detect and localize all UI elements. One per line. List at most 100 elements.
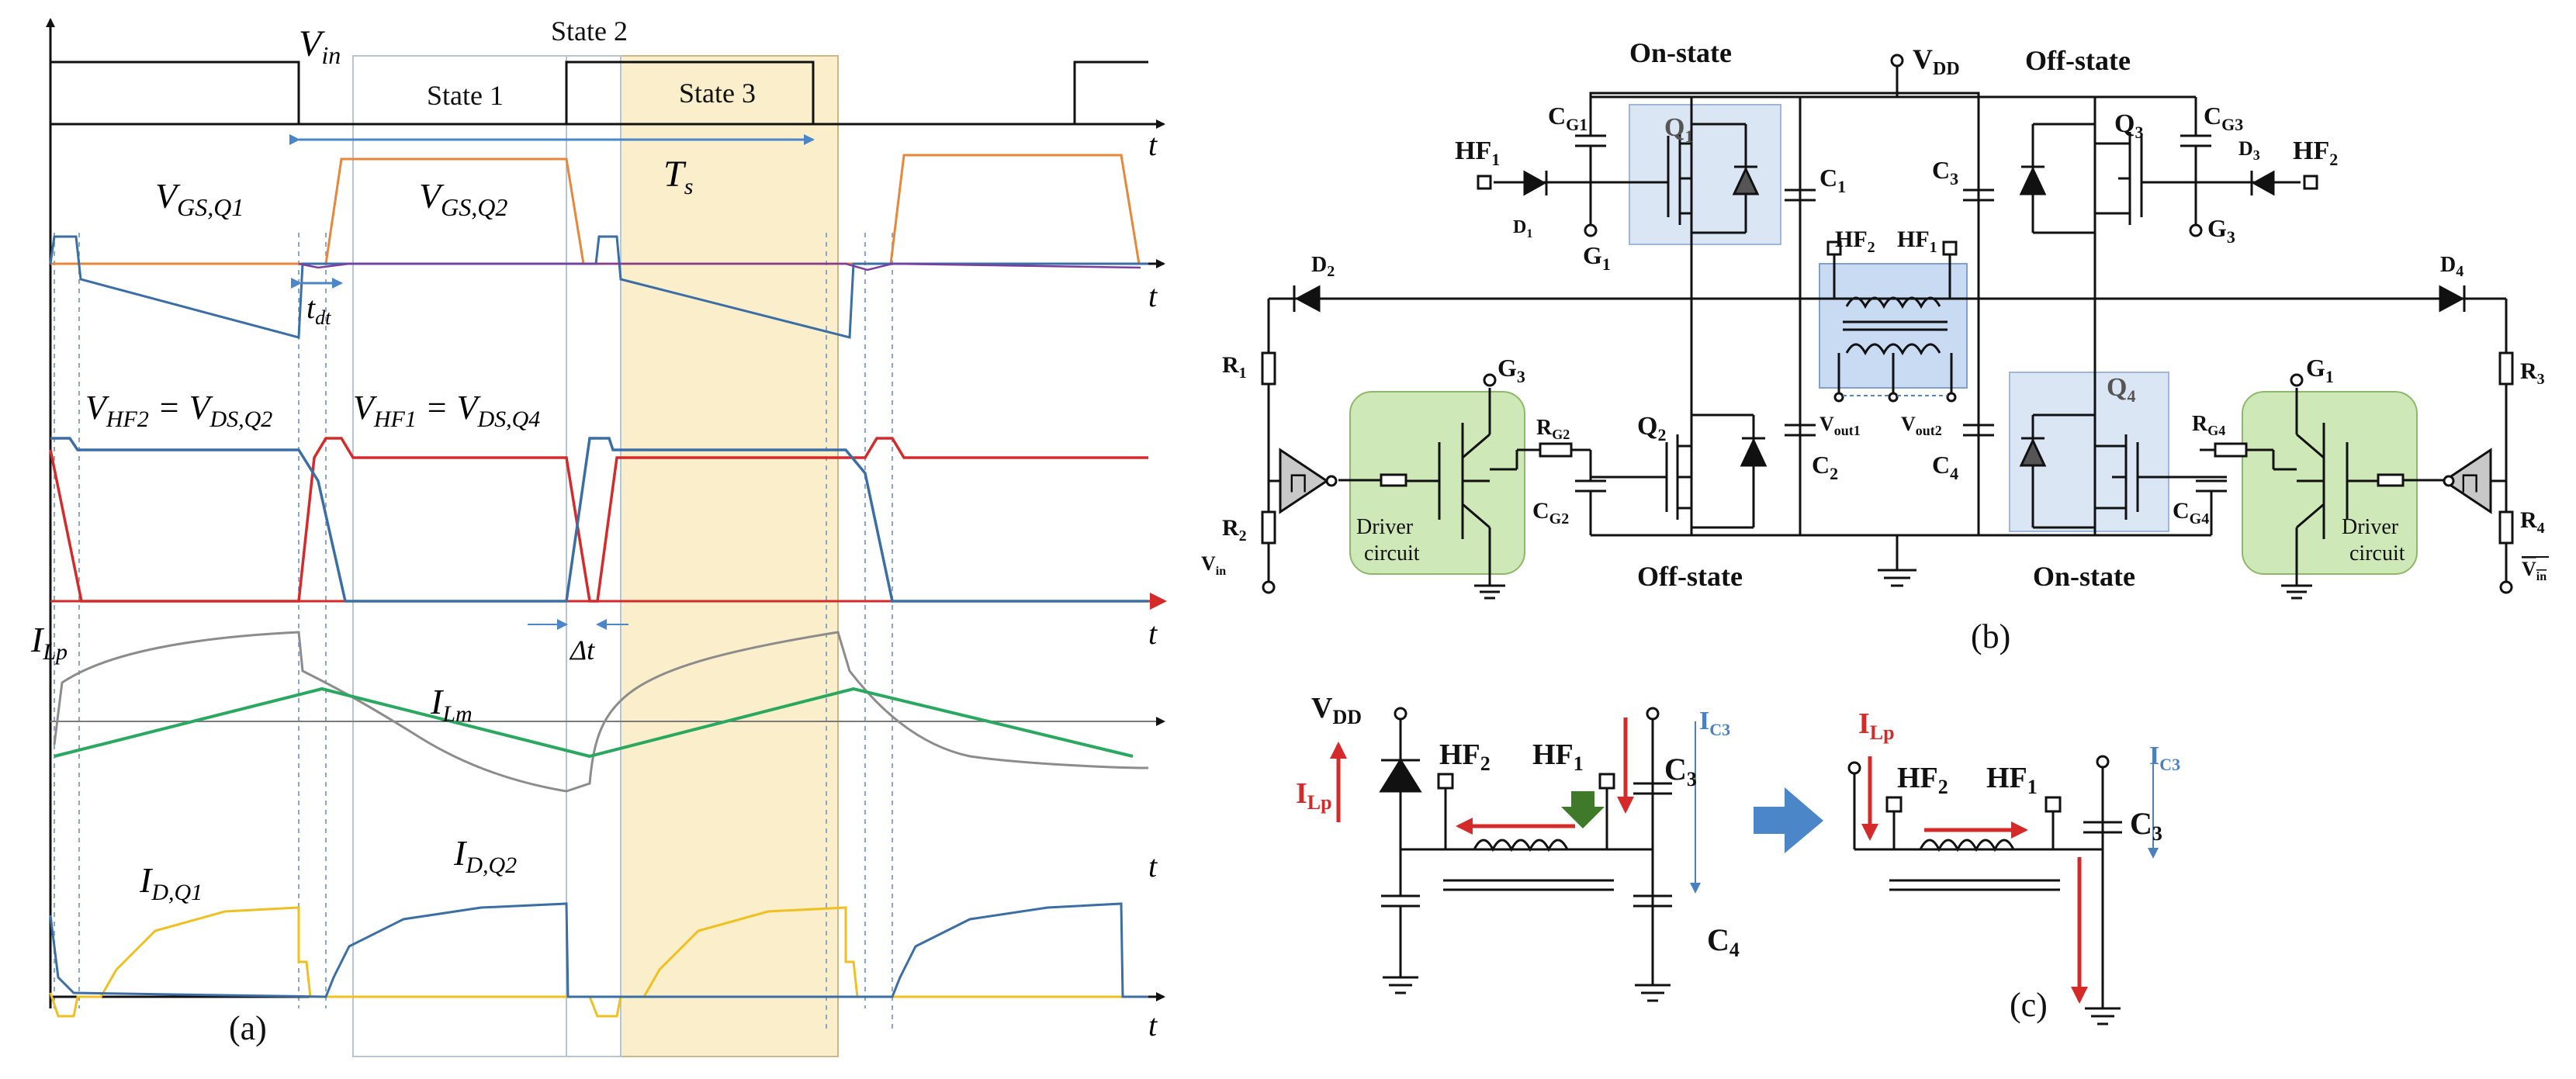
vin-left-label: Vin bbox=[1201, 552, 1226, 578]
r3-label: R3 bbox=[2520, 358, 2545, 388]
driver2-line2: circuit bbox=[2349, 541, 2405, 565]
cg1-label: CG1 bbox=[1548, 102, 1587, 134]
panel-c-labels: VDD ILp HF2 HF1 IC3 C3 C4 ILp HF2 HF1 IC… bbox=[1296, 692, 2180, 1024]
state1-label: State 1 bbox=[427, 80, 504, 111]
hf1-left-label: HF1 bbox=[1455, 137, 1500, 169]
hf2-right-label: HF2 bbox=[2293, 137, 2338, 169]
d2-label: D2 bbox=[1311, 253, 1335, 280]
transition-arrow bbox=[1754, 787, 1823, 853]
q1-highlight bbox=[1629, 104, 1781, 245]
c3-label: C3 bbox=[1932, 156, 1958, 188]
driver1-box bbox=[1349, 391, 1525, 575]
q4-label: Q4 bbox=[2107, 373, 2135, 406]
panel-b-labels: On-state Off-state Off-state On-state VD… bbox=[1201, 37, 2549, 655]
id-q2-label: ID,Q2 bbox=[453, 833, 517, 878]
g3-driver-label: G3 bbox=[1497, 354, 1525, 386]
cg3-label: CG3 bbox=[2204, 102, 2243, 134]
cg4-label: CG4 bbox=[2173, 498, 2209, 527]
ic3-c-right-label: IC3 bbox=[2149, 742, 2180, 774]
c4-label: C4 bbox=[1932, 451, 1958, 483]
rg4-label: RG4 bbox=[2192, 412, 2225, 438]
ic3-c-left-label: IC3 bbox=[1699, 707, 1730, 739]
hf1-c-right-label: HF1 bbox=[1986, 762, 2038, 798]
t-label-1: t bbox=[1148, 127, 1158, 162]
transformer-highlight bbox=[1819, 263, 1968, 389]
state3-region bbox=[620, 55, 839, 1057]
vhf2-label: VHF2 = VDS,Q2 bbox=[85, 389, 272, 432]
vin-waveform bbox=[49, 61, 1148, 126]
vout1-label: Vout1 bbox=[1819, 413, 1861, 438]
panel-b-circuit bbox=[1261, 54, 2514, 600]
panel-c-left-circuit bbox=[1330, 707, 1701, 1002]
vhf2-waveform bbox=[50, 437, 1148, 603]
panel-b-caption: (b) bbox=[1971, 617, 2010, 655]
on-state-bottom: On-state bbox=[2033, 561, 2135, 592]
id-q2-waveform bbox=[49, 902, 1148, 998]
c1-label: C1 bbox=[1819, 164, 1846, 196]
vgs-q1-label: VGS,Q1 bbox=[155, 176, 244, 221]
vdd-terminal bbox=[1890, 54, 1904, 67]
d3-label: D3 bbox=[2238, 137, 2260, 163]
ilp-c-left-label: ILp bbox=[1296, 777, 1332, 814]
ts-label: Ts bbox=[663, 154, 693, 199]
vin-label: Vin bbox=[299, 23, 341, 69]
c3-c-left-label: C3 bbox=[1664, 752, 1697, 790]
schmitt-left-icon: ⨅ bbox=[1290, 471, 1307, 495]
state3-label: State 3 bbox=[679, 78, 756, 109]
hf1-mid-label: HF1 bbox=[1897, 227, 1937, 256]
r1-label: R1 bbox=[1222, 352, 1247, 382]
guide-lines bbox=[54, 233, 893, 1032]
r4-label: R4 bbox=[2520, 507, 2545, 537]
vout2-label: Vout2 bbox=[1901, 413, 1942, 438]
q3-label: Q3 bbox=[2114, 109, 2143, 142]
cg2-label: CG2 bbox=[1532, 498, 1569, 527]
r2-label: R2 bbox=[1222, 515, 1247, 545]
d4-label: D4 bbox=[2440, 253, 2463, 280]
hf2-mid-label: HF2 bbox=[1835, 227, 1875, 256]
t-label-2: t bbox=[1148, 278, 1158, 313]
vgs-q2-label: VGS,Q2 bbox=[419, 176, 507, 221]
state2-label: State 2 bbox=[551, 16, 628, 47]
driver2-box bbox=[2242, 391, 2418, 575]
state2-region bbox=[566, 55, 621, 1057]
off-state-bottom: Off-state bbox=[1637, 561, 1743, 592]
c2-label: C2 bbox=[1812, 451, 1838, 483]
hf1-c-left-label: HF1 bbox=[1532, 738, 1584, 775]
vgs-q1-waveform bbox=[49, 235, 1148, 339]
off-state-top: Off-state bbox=[2025, 45, 2131, 76]
driver1-line2: circuit bbox=[1364, 541, 1420, 565]
vhf1-label: VHF1 = VDS,Q4 bbox=[353, 389, 540, 432]
c4-c-left-label: C4 bbox=[1707, 922, 1740, 961]
vdd-c-label: VDD bbox=[1311, 692, 1362, 728]
d1-label: D1 bbox=[1513, 217, 1532, 240]
id-q1-waveform bbox=[49, 906, 1148, 1018]
g3-top-label: G3 bbox=[2207, 214, 2235, 247]
vgs-purple-waveform bbox=[298, 262, 1141, 271]
ilp-c-right-label: ILp bbox=[1858, 707, 1895, 744]
t-label-5: t bbox=[1148, 1008, 1158, 1043]
rg2-label: RG2 bbox=[1536, 416, 1570, 442]
panel-a-waveforms: t t t t t Vin State 2 State 1 State 3 Ts… bbox=[30, 16, 1167, 1057]
ilp-waveform bbox=[53, 631, 1149, 793]
ilm-waveform bbox=[54, 686, 1134, 759]
vdd-label: VDD bbox=[1913, 43, 1960, 79]
vin-right-label: Vin bbox=[2522, 558, 2547, 583]
driver2-line1: Driver bbox=[2342, 515, 2399, 539]
q2-label: Q2 bbox=[1637, 412, 1666, 444]
transformer-secondary bbox=[1845, 343, 1941, 356]
time-axes bbox=[50, 119, 1167, 1001]
ilm-label: ILm bbox=[430, 682, 473, 727]
hf2-c-right-label: HF2 bbox=[1897, 762, 1948, 798]
panel-a-caption: (a) bbox=[229, 1009, 267, 1047]
on-state-top: On-state bbox=[1629, 37, 1732, 68]
tdt-label: tdt bbox=[306, 290, 331, 329]
q1-label: Q1 bbox=[1664, 113, 1693, 146]
hf2-c-left-label: HF2 bbox=[1439, 738, 1491, 775]
g1-driver-label: G1 bbox=[2306, 354, 2334, 386]
id-q1-label: ID,Q1 bbox=[139, 860, 203, 905]
transformer-primary bbox=[1845, 296, 1941, 310]
vhf1-waveform bbox=[49, 437, 1148, 603]
driver1-line1: Driver bbox=[1356, 515, 1414, 539]
delta-t-label: Δt bbox=[569, 635, 595, 666]
